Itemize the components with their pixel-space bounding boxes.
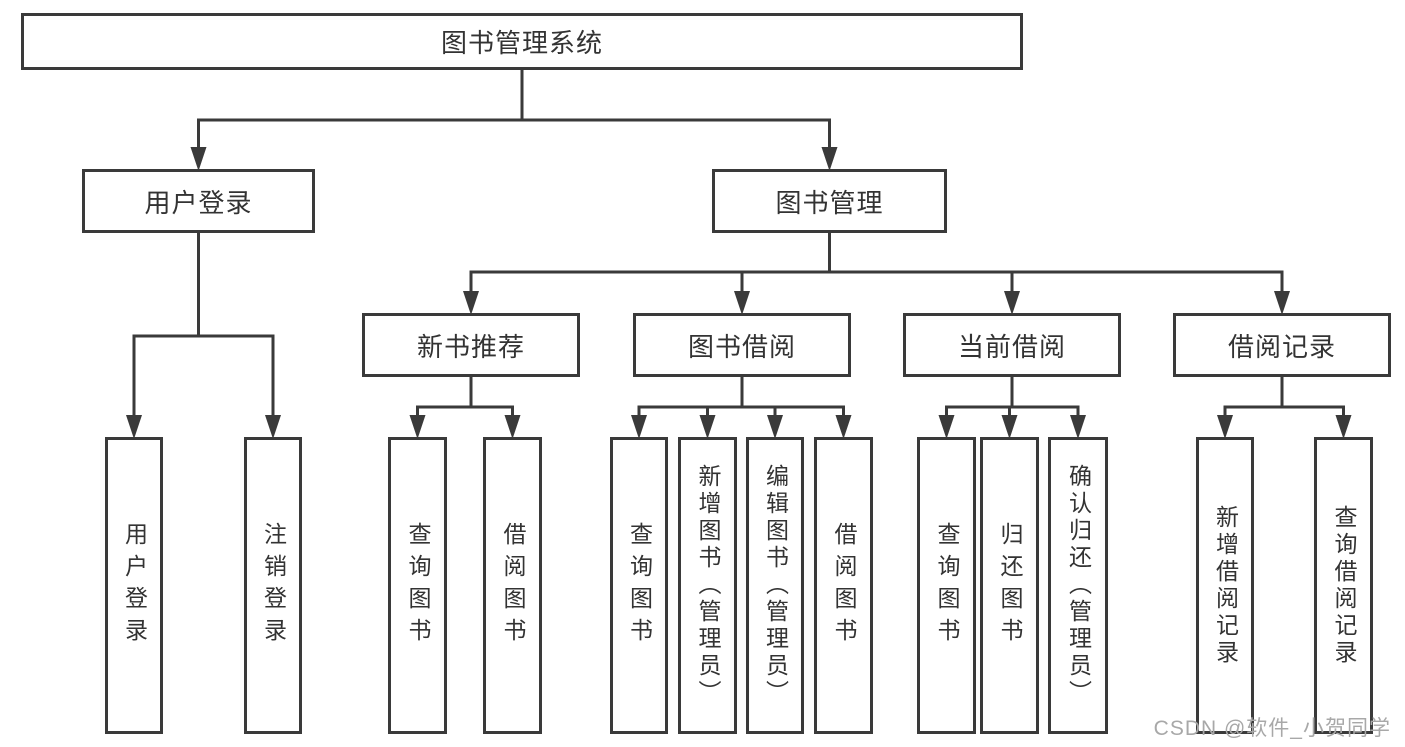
arrowhead-leaf-bb-borrow-book <box>835 415 852 439</box>
node-leaf-cb-confirm-return: 确认归还（管理员） <box>1048 437 1108 734</box>
node-leaf-bb-search-book: 查询图书 <box>610 437 668 734</box>
arrowhead-leaf-logout <box>265 415 281 439</box>
arrowhead-new-book-rec <box>463 291 479 315</box>
node-leaf-bb-borrow-book: 借阅图书 <box>814 437 873 734</box>
node-label-leaf-bb-search-book: 查询图书 <box>626 521 653 650</box>
node-borrow-records: 借阅记录 <box>1173 313 1391 377</box>
node-book-mgmt: 图书管理 <box>712 169 947 233</box>
node-label-leaf-rec-search-book: 查询图书 <box>405 521 431 650</box>
node-label-current-borrow: 当前借阅 <box>957 331 1066 362</box>
node-leaf-user-login: 用户登录 <box>105 437 163 734</box>
node-label-root: 图书管理系统 <box>440 28 603 58</box>
arrowhead-leaf-user-login <box>126 415 142 439</box>
node-label-leaf-logout: 注销登录 <box>260 521 287 650</box>
node-leaf-logout: 注销登录 <box>244 437 302 734</box>
node-label-leaf-br-search-record: 查询借阅记录 <box>1331 504 1357 667</box>
arrowhead-leaf-rec-borrow-book <box>504 415 521 439</box>
arrowhead-leaf-bb-add-book <box>699 415 716 439</box>
node-book-borrow: 图书借阅 <box>633 313 851 377</box>
arrowhead-borrow-records <box>1274 291 1290 315</box>
arrowhead-leaf-cb-confirm-return <box>1070 415 1086 439</box>
node-label-leaf-bb-borrow-book: 借阅图书 <box>831 521 857 650</box>
node-label-leaf-bb-add-book: 新增图书（管理员） <box>695 464 721 707</box>
node-leaf-rec-borrow-book: 借阅图书 <box>483 437 542 734</box>
node-label-leaf-user-login: 用户登录 <box>121 521 148 650</box>
arrowhead-user-login <box>190 147 207 171</box>
node-user-login: 用户登录 <box>82 169 315 233</box>
arrowhead-leaf-cb-search-book <box>938 415 955 439</box>
node-leaf-bb-add-book: 新增图书（管理员） <box>678 437 737 734</box>
watermark: CSDN @软件_小贺同学 <box>1153 717 1391 740</box>
node-label-new-book-rec: 新书推荐 <box>416 331 525 362</box>
node-root: 图书管理系统 <box>21 13 1023 70</box>
node-label-book-mgmt: 图书管理 <box>775 187 884 218</box>
arrowhead-leaf-bb-search-book <box>631 415 647 439</box>
node-new-book-rec: 新书推荐 <box>362 313 580 377</box>
node-leaf-cb-search-book: 查询图书 <box>917 437 976 734</box>
node-leaf-br-search-record: 查询借阅记录 <box>1314 437 1373 734</box>
node-current-borrow: 当前借阅 <box>903 313 1121 377</box>
node-label-leaf-br-add-record: 新增借阅记录 <box>1212 504 1239 667</box>
node-label-leaf-cb-return-book: 归还图书 <box>997 521 1023 650</box>
node-leaf-cb-return-book: 归还图书 <box>980 437 1039 734</box>
arrowhead-book-mgmt <box>821 147 838 171</box>
arrowhead-leaf-bb-edit-book <box>767 415 783 439</box>
arrowhead-leaf-rec-search-book <box>409 415 426 439</box>
node-label-borrow-records: 借阅记录 <box>1227 331 1336 362</box>
arrowhead-current-borrow <box>1004 291 1020 315</box>
node-label-book-borrow: 图书借阅 <box>687 331 796 362</box>
node-label-leaf-cb-search-book: 查询图书 <box>934 521 960 650</box>
node-label-leaf-rec-borrow-book: 借阅图书 <box>500 521 526 650</box>
arrowhead-leaf-cb-return-book <box>1001 415 1018 439</box>
node-label-leaf-cb-confirm-return: 确认归还（管理员） <box>1065 464 1092 707</box>
node-label-leaf-bb-edit-book: 编辑图书（管理员） <box>762 464 789 707</box>
node-leaf-rec-search-book: 查询图书 <box>388 437 447 734</box>
arrowhead-leaf-br-add-record <box>1217 415 1233 439</box>
node-label-user-login: 用户登录 <box>144 187 253 218</box>
arrowhead-leaf-br-search-record <box>1335 415 1352 439</box>
node-leaf-br-add-record: 新增借阅记录 <box>1196 437 1254 734</box>
arrowhead-book-borrow <box>734 291 750 315</box>
node-leaf-bb-edit-book: 编辑图书（管理员） <box>746 437 804 734</box>
